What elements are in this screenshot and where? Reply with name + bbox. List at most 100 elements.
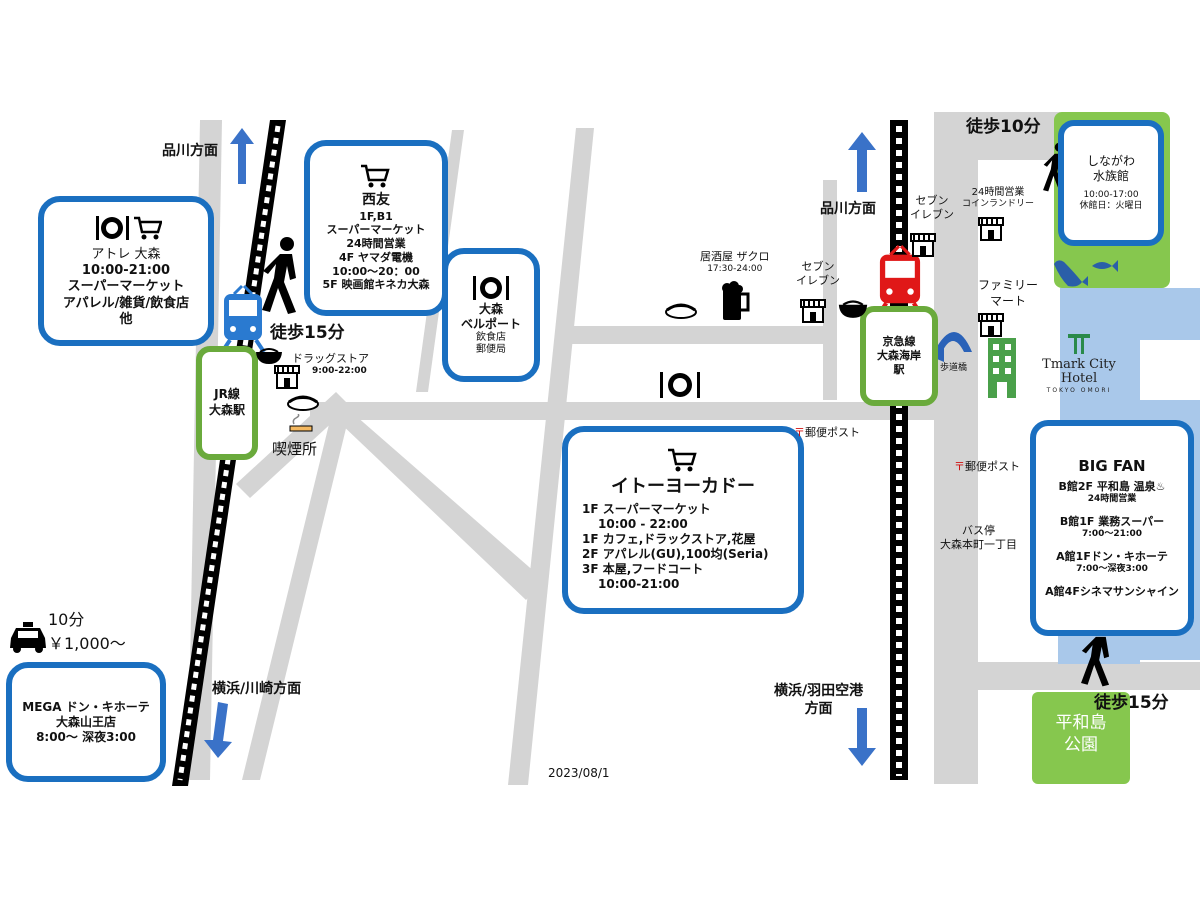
taxi-icon — [10, 622, 46, 653]
direction-yokohama-haneda-line1: 横浜/羽田空港 — [774, 683, 864, 699]
jr-station-line: JR線 — [214, 387, 240, 402]
road-right-vertical — [934, 112, 978, 784]
water-upper — [1060, 288, 1200, 340]
park-line2: 公園 — [1064, 735, 1098, 756]
seven-2-line1: セブン — [915, 194, 949, 207]
seiyu-yamada-hours: 10:00～20：00 — [332, 264, 420, 278]
seven-eleven-shop-icon — [800, 299, 826, 323]
aquarium-closed: 休館日：火曜日 — [1079, 201, 1143, 211]
jr-station-name: 大森駅 — [208, 403, 245, 417]
laundry-shop-icon — [978, 217, 1004, 241]
mega-donki-branch: 大森山王店 — [55, 714, 116, 729]
direction-shinagawa-left: 品川方面 — [162, 143, 218, 159]
bigfan-cinema: A館4Fシネマサンシャイン — [1045, 585, 1179, 598]
atre-omori-box[interactable]: アトレ 大森 10:00-21:00 スーパーマーケット アパレル/雑貨/飲食店… — [38, 196, 214, 346]
postbox-1: 〒郵便ポスト — [794, 424, 860, 440]
direction-shinagawa-right: 品川方面 — [820, 201, 876, 217]
road-short-vertical — [823, 180, 837, 400]
itoyokado-1f-hours: 10:00 - 22:00 — [598, 517, 688, 532]
bus-stop-line1: バス停 — [962, 524, 995, 537]
post-mark-icon-2: 〒 — [954, 460, 965, 473]
heiwajima-park-area — [1032, 692, 1130, 784]
familymart-shop-icon — [978, 313, 1004, 337]
itoyokado-3f-hours: 10:00-21:00 — [598, 577, 680, 592]
drugstore-label: ドラッグストア — [292, 352, 369, 365]
cart-icon — [361, 164, 390, 188]
bellport-post-office: 郵便局 — [476, 344, 506, 355]
jr-railway-ties — [177, 125, 281, 781]
cart-icon — [668, 448, 697, 472]
mega-donki-hours: 8:00～ 深夜3:00 — [36, 729, 136, 744]
atre-categories: アパレル/雑貨/飲食店 — [62, 295, 190, 311]
seiyu-hours: 24時間営業 — [346, 237, 406, 250]
itoyokado-box[interactable]: イトーヨーカドー 1F スーパーマーケット 10:00 - 22:00 1F カ… — [562, 426, 804, 614]
restaurant-cart-icons — [90, 214, 163, 247]
ramen-bowl-icon — [256, 348, 282, 364]
park-line1: 平和島 — [1055, 713, 1107, 733]
road-diagonal-right — [318, 402, 544, 600]
restaurant-icon — [473, 275, 509, 300]
laundry-line2: コインランドリー — [962, 199, 1035, 209]
seven-1-line2: イレブン — [796, 274, 840, 288]
cart-icon — [134, 216, 163, 240]
aquarium-name-2: 水族館 — [1092, 168, 1129, 183]
map-date: 2023/08/1 — [548, 766, 610, 780]
road-main-horizontal — [310, 402, 936, 420]
hotel-subtitle: TOKYO OMORI — [1046, 386, 1112, 394]
drugstore-shop-icon — [274, 365, 300, 389]
mega-donki-box[interactable]: MEGA ドン・キホーテ 大森山王店 8:00～ 深夜3:00 — [6, 662, 166, 782]
bellport-name-2: ベルポート — [460, 316, 521, 331]
familymart-line2: マート — [990, 293, 1027, 308]
sushi-icon-2 — [665, 303, 697, 319]
bigfan-gyomu: B館1F 業務スーパー — [1059, 515, 1165, 528]
taxi-time: 10分 — [48, 610, 85, 629]
bigfan-donki-hours: 7:00～深夜3:00 — [1076, 563, 1148, 574]
izakaya-label: 居酒屋 ザクロ 17:30-24:00 — [700, 250, 770, 276]
seven-eleven-shop-icon-2 — [910, 233, 936, 257]
jr-omori-station[interactable]: JR線 大森駅 — [196, 346, 258, 460]
laundry-label: 24時間営業 コインランドリー — [962, 186, 1034, 211]
seiyu-yamada: 4F ヤマダ電機 — [339, 250, 413, 264]
walker-icon — [262, 237, 296, 314]
smoking-area-label: 喫煙所 — [272, 440, 318, 458]
restaurant-icon — [96, 215, 163, 240]
itoyokado-1f-super: 1F スーパーマーケット — [582, 502, 711, 517]
aquarium-box[interactable]: しながわ 水族館 10:00-17:00 休館日：火曜日 — [1058, 120, 1164, 246]
mega-donki-name: MEGA ドン・キホーテ — [22, 699, 150, 714]
seiyu-cinema: 5F 映画館キネカ大森 — [322, 278, 430, 292]
izakaya-name: 居酒屋 ザクロ — [700, 250, 770, 263]
restaurant-icon-road — [660, 372, 700, 398]
road-slanted-long — [508, 128, 594, 785]
footbridge-arrow — [934, 332, 972, 352]
arrow-up-right — [848, 132, 876, 192]
itoyokado-3f-shops: 3F 本屋,フードコート — [582, 562, 704, 577]
direction-yokohama-kawasaki: 横浜/川崎方面 — [212, 681, 302, 697]
road-diagonal-down — [242, 412, 350, 780]
road-upper-horizontal — [566, 326, 830, 344]
keikyu-omorikaigan-station[interactable]: 京急線 大森海岸 駅 — [860, 306, 938, 406]
seiyu-box[interactable]: 西友 1F,B1 スーパーマーケット 24時間営業 4F ヤマダ電機 10:00… — [304, 140, 448, 316]
postbox-1-label: 郵便ポスト — [805, 426, 860, 439]
arrow-down-left — [204, 702, 232, 758]
bus-stop-label: バス停 大森本町一丁目 — [940, 524, 1017, 553]
bellport-restaurants: 飲食店 — [476, 331, 506, 343]
bigfan-onsen-hours: 24時間営業 — [1087, 493, 1137, 504]
walk-time-bottom-right: 徒歩15分 — [1094, 693, 1169, 713]
keikyu-station-name: 大森海岸 — [877, 348, 921, 362]
keikyu-station-line: 京急線 — [882, 334, 916, 348]
bigfan-box[interactable]: BIG FAN B館2F 平和島 温泉♨ 24時間営業 B館1F 業務スーパー … — [1030, 420, 1194, 636]
seal-fish-icon — [1054, 260, 1118, 287]
familymart-line1: ファミリー — [978, 278, 1039, 292]
bellport-box[interactable]: 大森 ベルポート 飲食店 郵便局 — [442, 248, 540, 382]
familymart-label: ファミリー マート — [978, 278, 1038, 309]
atre-name: アトレ 大森 — [91, 246, 161, 262]
keikyu-station-suffix: 駅 — [893, 363, 905, 377]
itoyokado-1f-shops: 1F カフェ,ドラックストア,花屋 — [582, 532, 756, 547]
seven-eleven-label-2: セブン イレブン — [910, 194, 954, 223]
arrow-down-right — [848, 708, 876, 766]
road-diagonal-left — [236, 392, 350, 498]
bigfan-title: BIG FAN — [1078, 457, 1146, 476]
aquarium-hours: 10:00-17:00 — [1083, 189, 1139, 200]
smoking-icon — [289, 414, 313, 432]
bigfan-onsen: B館2F 平和島 温泉♨ — [1058, 480, 1166, 493]
